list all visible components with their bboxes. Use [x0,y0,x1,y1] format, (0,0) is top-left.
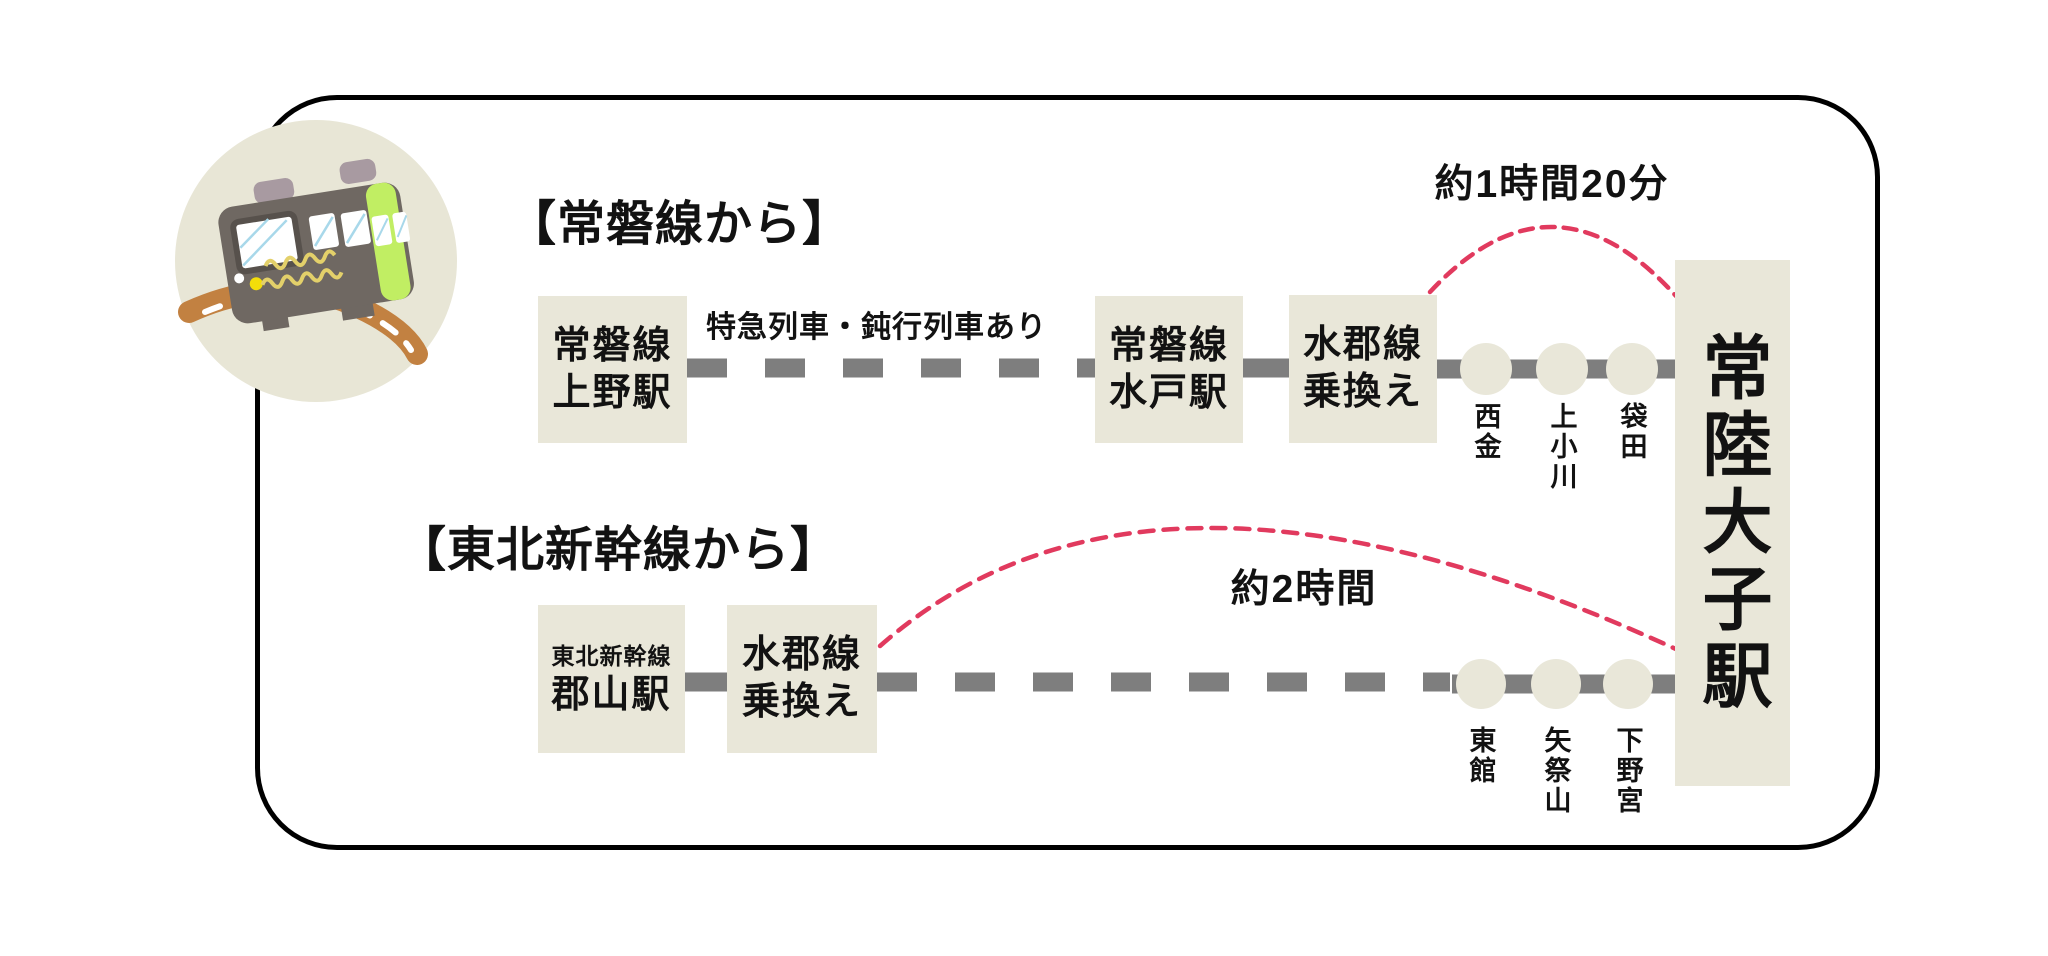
tohoku-duration-label: 約2時間 [1230,568,1378,611]
waypoint-label-fukuroda: 袋田 [1616,402,1647,462]
transfer-line-name: 水郡線 [741,634,862,676]
waypoint-label-yamatsuriyama: 矢祭山 [1540,726,1571,816]
waypoint-label-shimonomiya: 下野宮 [1612,726,1643,816]
station-line-name: 東北新幹線 [551,642,672,669]
joban-duration-label: 約1時間20分 [1434,163,1670,206]
duration-arc-tohoku [877,525,1681,653]
station-dot-higashidate [1456,659,1506,709]
duration-arc-joban [1427,224,1679,299]
train-type-note: 特急列車・鈍行列車あり [706,311,1047,344]
destination-name: 常陸大子駅 [1693,330,1771,716]
station-dot-saigane [1460,343,1512,395]
waypoint-label-saigane: 西金 [1470,402,1501,462]
station-dot-shimonomiya [1603,659,1653,709]
station-dot-fukuroda [1606,343,1658,395]
train-icon [175,120,457,402]
station-line-name: 常磐線 [552,324,673,367]
transfer-line-name: 水郡線 [1302,324,1423,366]
transfer-label: 乗換え [1302,371,1423,413]
waypoint-label-higashidate: 東館 [1465,726,1496,786]
station-dot-yamatsuriyama [1531,659,1581,709]
transfer-box-suigun-lower: 水郡線 乗換え [727,605,877,753]
tohoku-section-header: 【東北新幹線から】 [398,524,840,577]
station-box-mito: 常磐線 水戸駅 [1095,296,1243,443]
transfer-label: 乗換え [741,681,862,723]
station-dot-kamiogawa [1536,343,1588,395]
waypoint-label-kamiogawa: 上小川 [1546,402,1577,492]
station-name: 上野駅 [552,371,673,414]
station-box-koriyama: 東北新幹線 郡山駅 [538,605,685,753]
train-car [218,158,414,332]
station-name: 水戸駅 [1108,371,1229,414]
diagram-frame [255,95,1880,850]
station-line-name: 常磐線 [1108,324,1229,367]
station-box-ueno: 常磐線 上野駅 [538,296,687,443]
station-name: 郡山駅 [551,673,672,716]
transfer-box-suigun-upper: 水郡線 乗換え [1289,295,1437,443]
joban-section-header: 【常磐線から】 [508,198,852,251]
destination-box: 常陸大子駅 [1675,260,1790,786]
